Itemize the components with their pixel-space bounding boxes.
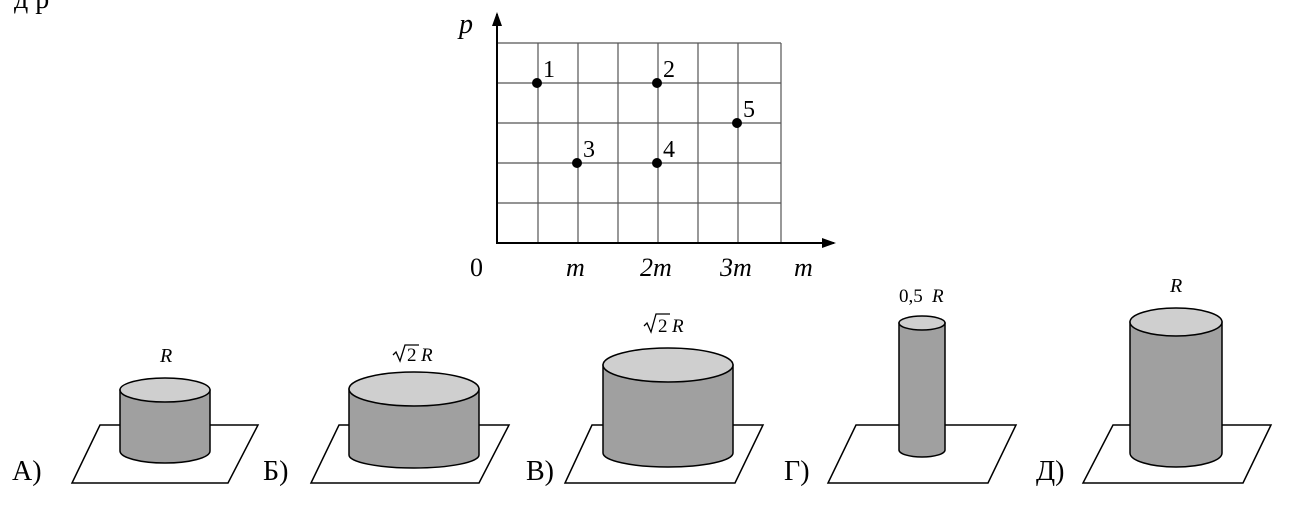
x-axis-label: m	[794, 253, 813, 282]
data-point-label-3: 3	[583, 137, 595, 163]
base-plane	[826, 424, 1018, 484]
cylinder-top	[1129, 307, 1223, 337]
cylinder-top	[348, 371, 480, 407]
cylinder-option-a: R А)	[12, 345, 260, 487]
option-label: Д)	[1036, 456, 1064, 487]
radius-label: R	[159, 345, 172, 367]
partial-heading-text: д р	[14, 0, 49, 16]
data-point-label-4: 4	[663, 137, 675, 163]
cylinder-body	[348, 388, 480, 469]
graph-grid	[497, 42, 782, 243]
option-label: В)	[526, 456, 554, 487]
cylinder-top	[898, 315, 946, 331]
x-tick-label-3m: 3m	[719, 253, 752, 282]
cylinder-top	[602, 347, 734, 383]
radius-label-root: 2	[658, 316, 668, 337]
data-point-label-2: 2	[663, 57, 675, 83]
cylinder-option-g: 0,5 R Г)	[784, 286, 1018, 487]
radius-label-var: R	[671, 316, 684, 337]
sqrt-sign	[392, 344, 419, 363]
data-point-3	[572, 158, 582, 168]
x-tick-label-m: m	[566, 253, 585, 282]
radius-label-var: R	[420, 345, 433, 366]
radius-label: R	[1169, 275, 1182, 297]
cylinder-body	[898, 322, 946, 458]
y-axis-label: p	[457, 9, 473, 40]
data-point-5	[732, 118, 742, 128]
cylinder-top	[119, 377, 211, 403]
p-m-graph: p 0 m 2m 3m m 1 2 3 4 5	[457, 9, 836, 282]
option-label: Г)	[784, 456, 810, 487]
radius-label-num: 0,5	[899, 286, 923, 307]
x-tick-label-2m: 2m	[640, 253, 672, 282]
cylinder-option-v: 2 R В)	[526, 313, 765, 487]
data-point-label-1: 1	[543, 57, 555, 83]
cylinder-body	[1129, 321, 1223, 468]
radius-label-root: 2	[407, 345, 417, 366]
data-points: 1 2 3 4 5	[532, 57, 755, 168]
cylinder-option-d: R Д)	[1036, 275, 1273, 487]
cylinder-body	[602, 364, 734, 468]
cylinder-option-b: 2 R Б)	[263, 344, 511, 487]
radius-label-var: R	[931, 286, 944, 307]
cylinder-body	[119, 389, 211, 464]
option-label: Б)	[263, 456, 288, 487]
option-label: А)	[12, 456, 42, 487]
data-point-2	[652, 78, 662, 88]
sqrt-sign	[643, 313, 670, 334]
data-point-1	[532, 78, 542, 88]
origin-label: 0	[470, 253, 483, 282]
data-point-label-5: 5	[743, 97, 755, 123]
data-point-4	[652, 158, 662, 168]
